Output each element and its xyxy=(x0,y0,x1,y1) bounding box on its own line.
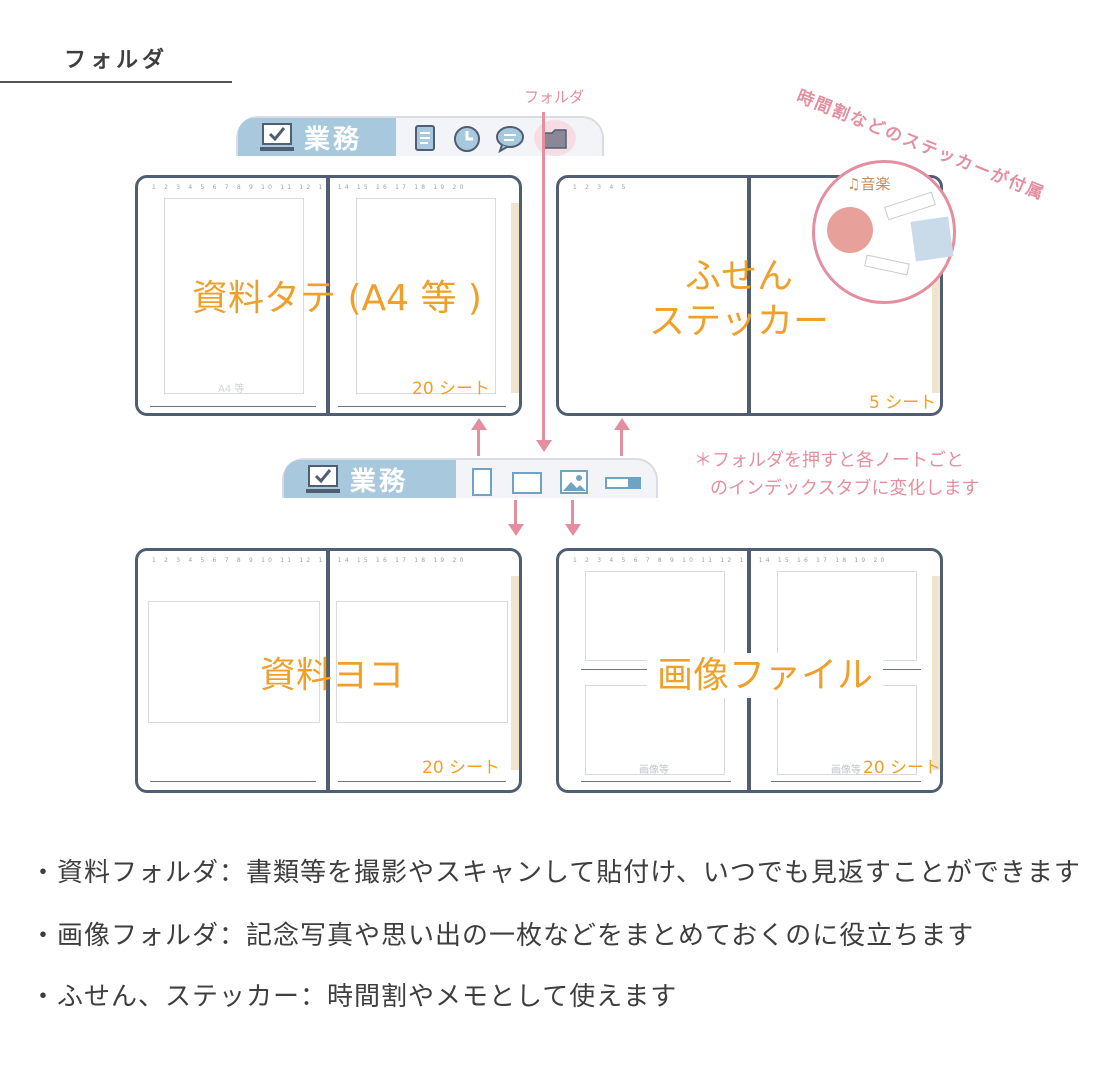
down-arrow-line xyxy=(514,500,517,526)
page-numbers: 1 2 3 4 5 xyxy=(573,184,629,191)
page-numbers: 1 2 3 4 5 6 7 8 9 10 11 12 13 14 15 16 1… xyxy=(573,557,888,564)
tab-business-label: 業務 xyxy=(350,466,409,497)
index-side-tabs xyxy=(511,576,519,770)
landscape-page-icon[interactable] xyxy=(512,472,542,494)
checkbox-monitor-icon xyxy=(306,464,340,494)
down-arrow-line xyxy=(571,500,574,526)
sheet-count: 20 シート xyxy=(863,758,942,778)
rule-line xyxy=(771,781,921,782)
rule-line xyxy=(150,781,316,782)
book-title: ふせん ステッカー xyxy=(629,254,849,344)
index-side-tabs xyxy=(932,203,940,393)
heading-underline xyxy=(0,81,232,83)
bullet-sticky-sticker: ・ふせん、ステッカー：時間割やメモとして使えます xyxy=(30,982,678,1012)
note-line2: のインデックスタブに変化します xyxy=(710,478,980,499)
document-icon[interactable] xyxy=(414,124,436,152)
watermark: 画像等 xyxy=(639,765,669,776)
photo-frame xyxy=(777,685,917,775)
book-title-line1: ふせん xyxy=(684,256,793,297)
sheet-count: 5 シート xyxy=(869,393,937,413)
spine xyxy=(326,551,330,790)
sheet-count: 20 シート xyxy=(412,379,491,399)
rule-line xyxy=(150,406,316,407)
music-sticker-label: ♫音楽 xyxy=(847,175,891,193)
notebook-image[interactable]: 1 2 3 4 5 6 7 8 9 10 11 12 13 14 15 16 1… xyxy=(556,548,943,793)
book-title-line2: ステッカー xyxy=(648,301,829,342)
photo-frame xyxy=(356,198,496,394)
checkbox-monitor-icon xyxy=(260,122,294,152)
rule-line xyxy=(338,406,506,407)
sticky-tape-icon[interactable] xyxy=(604,474,642,492)
notebook-landscape[interactable]: 1 2 3 4 5 6 7 8 9 10 11 12 13 14 15 16 1… xyxy=(135,548,522,793)
index-side-tabs xyxy=(932,576,940,770)
notebook-sticky[interactable]: 1 2 3 4 5 ふせん ステッカー 5 シート xyxy=(556,175,943,416)
portrait-page-icon[interactable] xyxy=(472,468,492,496)
page-numbers: 1 2 3 4 5 6 7 8 9 10 11 12 13 14 15 16 1… xyxy=(152,557,467,564)
chat-bubble-icon[interactable] xyxy=(494,124,526,154)
up-arrow-line xyxy=(620,426,623,456)
sticker-sample-circle: ♫音楽 xyxy=(812,160,956,304)
book-title: 資料ヨコ xyxy=(260,655,405,696)
folder-arrow-head xyxy=(536,440,552,452)
tab-business[interactable]: 業務 xyxy=(284,460,456,498)
washi-tape-sticker xyxy=(884,191,936,221)
up-arrow-line xyxy=(477,426,480,456)
watermark: A4 等 xyxy=(218,384,245,395)
rule-line xyxy=(581,781,731,782)
memo-sticker xyxy=(910,216,954,262)
clock-icon[interactable] xyxy=(452,124,482,154)
up-arrow-head xyxy=(614,418,630,430)
index-side-tabs xyxy=(511,203,519,393)
folder-arrow-line xyxy=(542,112,545,442)
book-title: 資料タテ (A4 等 ) xyxy=(192,278,482,319)
photo-frame xyxy=(777,571,917,661)
rule-line xyxy=(338,781,506,782)
sheet-count: 20 シート xyxy=(422,758,501,778)
photo-frame xyxy=(164,198,304,394)
bullet-document-folder: ・資料フォルダ：書類等を撮影やスキャンして貼付け、いつでも見返すことができます xyxy=(30,858,1081,888)
page-heading: フォルダ xyxy=(64,48,169,73)
folder-icon[interactable] xyxy=(534,120,576,156)
book-title: 画像ファイル xyxy=(647,653,884,698)
notebook-portrait[interactable]: 1 2 3 4 5 6 7 8 9 10 11 12 13 14 15 16 1… xyxy=(135,175,522,416)
round-sticker xyxy=(827,207,873,253)
photo-frame xyxy=(148,601,320,723)
photo-frame xyxy=(585,571,725,661)
down-arrow-head xyxy=(508,524,524,536)
page-numbers: 1 2 3 4 5 6 7 8 9 10 11 12 13 14 15 16 1… xyxy=(152,184,467,191)
folder-label: フォルダ xyxy=(524,88,585,106)
tab-business-label: 業務 xyxy=(304,124,363,155)
up-arrow-head xyxy=(471,418,487,430)
tab-business[interactable]: 業務 xyxy=(238,118,396,156)
spine xyxy=(747,178,751,413)
watermark: 画像等 xyxy=(831,765,861,776)
down-arrow-head xyxy=(565,524,581,536)
note-line1: ＊フォルダを押すと各ノートごと xyxy=(694,450,964,471)
top-tab-bar: 業務 xyxy=(236,116,604,156)
bullet-image-folder: ・画像フォルダ：記念写真や思い出の一枚などをまとめておくのに役立ちます xyxy=(30,921,975,951)
tape-sticker xyxy=(864,254,910,276)
photo-frame xyxy=(336,601,508,723)
mid-tab-bar: 業務 xyxy=(282,458,658,498)
image-icon[interactable] xyxy=(560,470,588,494)
photo-frame xyxy=(585,685,725,775)
spine xyxy=(326,178,330,413)
